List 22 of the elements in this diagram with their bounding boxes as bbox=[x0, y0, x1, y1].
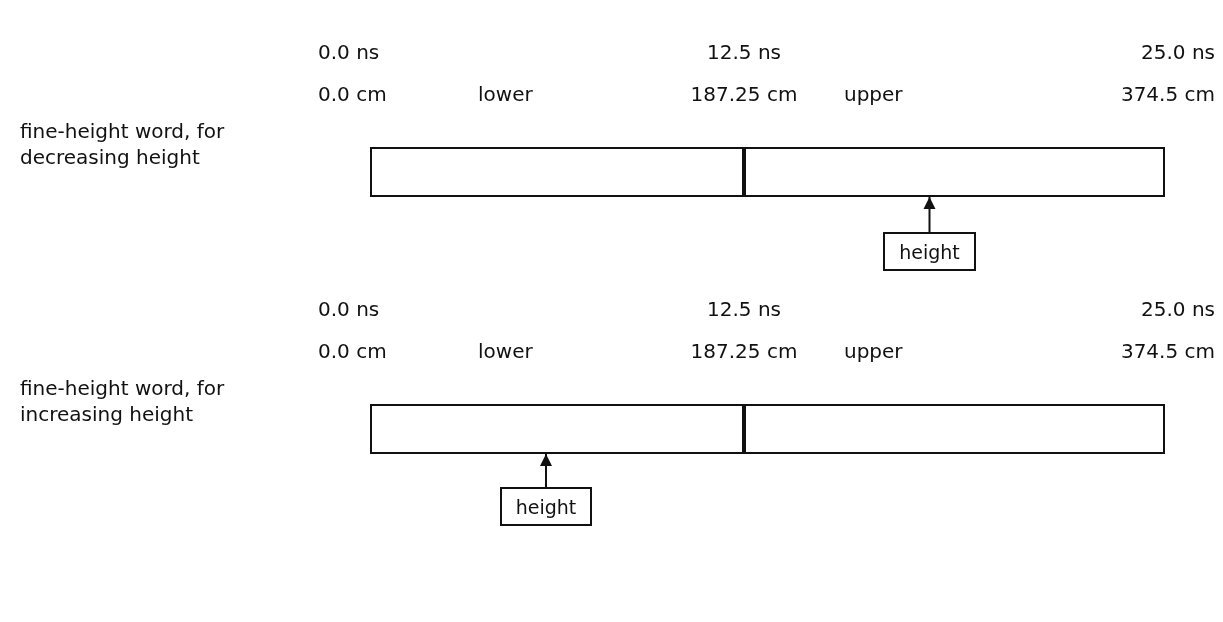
scale-value: 187.25 cm bbox=[690, 339, 798, 363]
scale-value: 374.5 cm bbox=[1120, 82, 1215, 106]
scale-value: 25.0 ns bbox=[1141, 40, 1215, 64]
scale-value: 374.5 cm bbox=[1120, 339, 1215, 363]
field-box: height bbox=[883, 232, 976, 271]
segment-label: upper bbox=[844, 82, 903, 106]
scale-value: 0.0 cm bbox=[318, 339, 387, 363]
scale-value: 0.0 ns bbox=[318, 297, 380, 321]
segment-label: upper bbox=[844, 339, 903, 363]
scale-value: 0.0 cm bbox=[318, 82, 387, 106]
scale-value: 12.5 ns bbox=[707, 297, 781, 321]
scale-value: 25.0 ns bbox=[1141, 297, 1215, 321]
field-box: height bbox=[500, 487, 592, 526]
segment-label: lower bbox=[478, 339, 533, 363]
scale-value: 0.0 ns bbox=[318, 40, 380, 64]
scale-value: 187.25 cm bbox=[690, 82, 798, 106]
row-caption: fine-height word, for decreasing height bbox=[20, 118, 226, 170]
scale-value: 12.5 ns bbox=[707, 40, 781, 64]
row-caption: fine-height word, for increasing height bbox=[20, 375, 226, 427]
arrow bbox=[540, 453, 552, 488]
segment-label: lower bbox=[478, 82, 533, 106]
arrow bbox=[923, 196, 936, 233]
